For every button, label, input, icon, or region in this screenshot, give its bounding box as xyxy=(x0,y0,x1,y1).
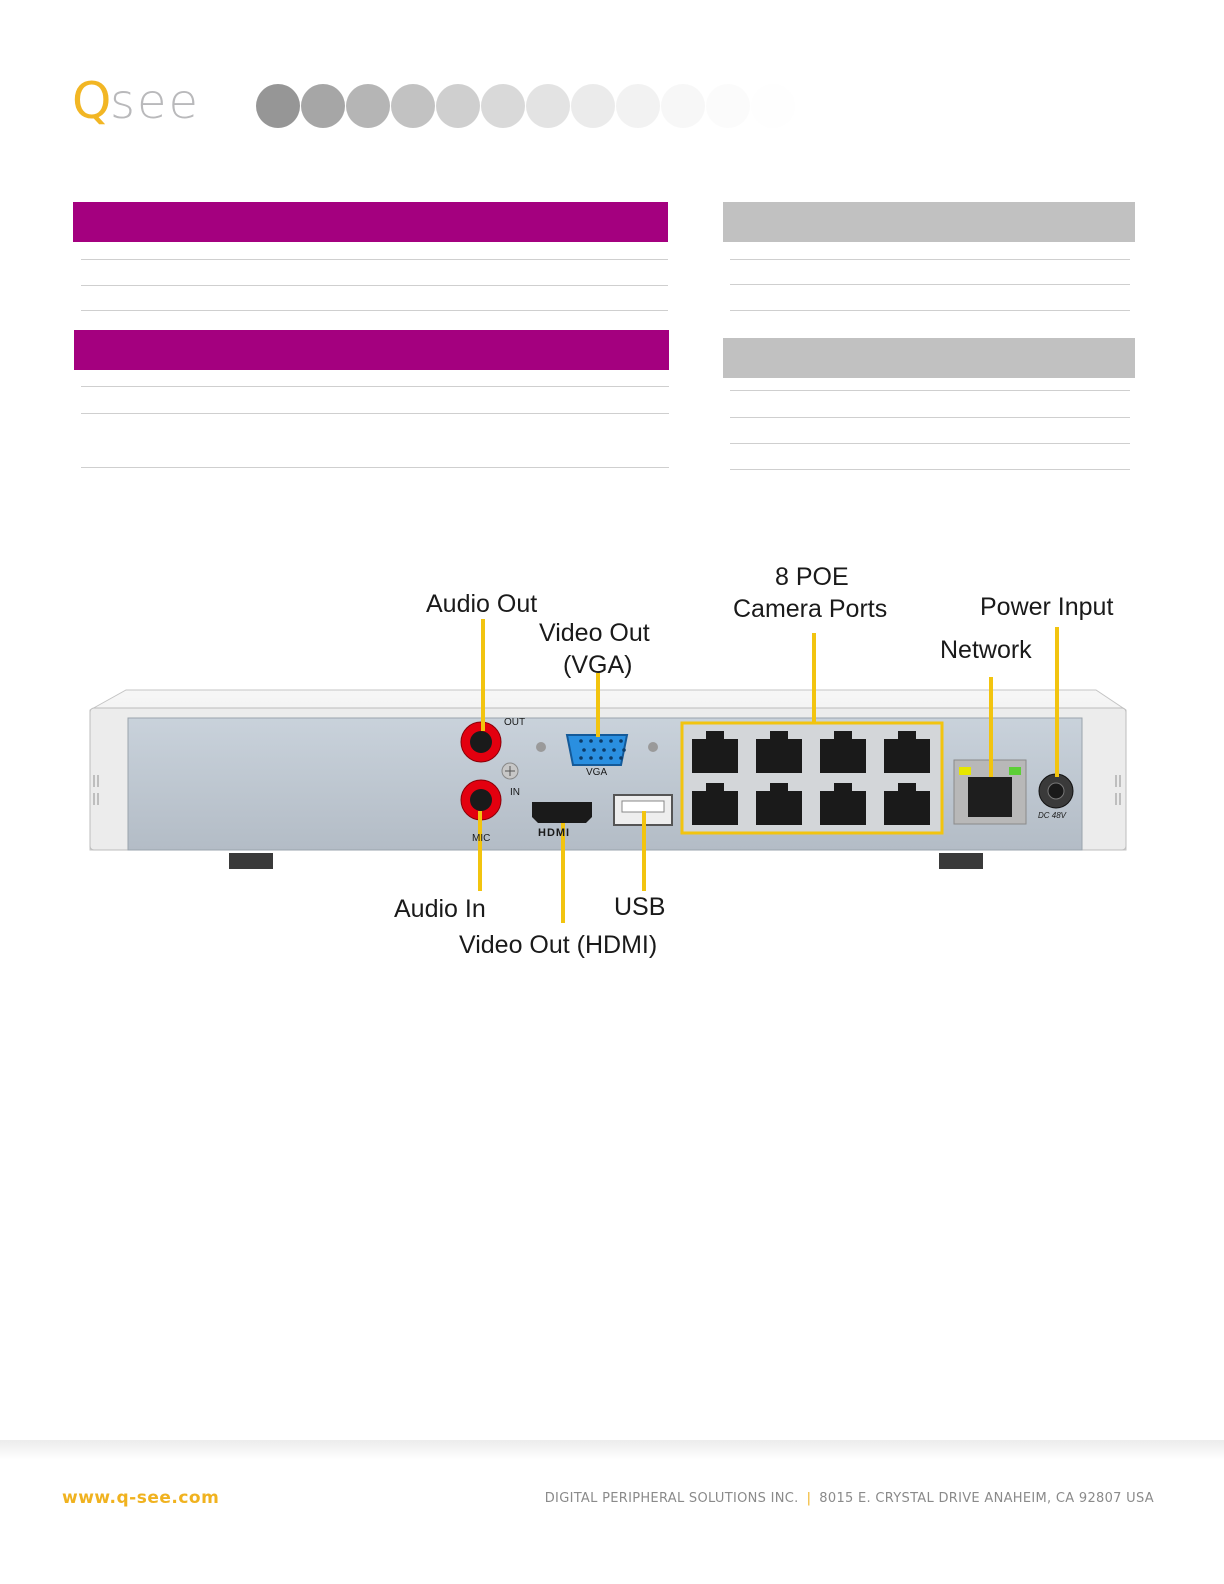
vga-pin xyxy=(589,739,593,743)
logo-bubble xyxy=(751,84,795,128)
spec-row-divider xyxy=(81,386,669,387)
spec-section-header-1 xyxy=(73,202,668,242)
logo-bubble xyxy=(346,84,390,128)
spec-row-divider xyxy=(730,284,1130,285)
poe-camera-port xyxy=(756,731,802,773)
logo-q-letter: Q xyxy=(72,72,112,130)
spec-row-divider xyxy=(730,417,1130,418)
footer-company: DIGITAL PERIPHERAL SOLUTIONS INC. xyxy=(544,1491,799,1506)
vga-pin xyxy=(612,748,616,752)
spec-row-divider xyxy=(81,467,669,468)
poe-camera-port xyxy=(884,783,930,825)
spec-row-divider xyxy=(730,310,1130,311)
callout-video-out-vga-line1: Video Out xyxy=(539,619,650,647)
callout-audio-in: Audio In xyxy=(394,895,486,923)
vga-pin xyxy=(589,756,593,760)
spec-row-divider xyxy=(730,259,1130,260)
panel-label-mic: MIC xyxy=(472,833,491,844)
footer-separator: | xyxy=(806,1491,812,1506)
logo-bubble xyxy=(526,84,570,128)
poe-camera-port xyxy=(820,731,866,773)
nvr-rear-panel-illustration xyxy=(89,619,1127,923)
panel-label-vga: VGA xyxy=(586,767,608,778)
logo-bubble xyxy=(481,84,525,128)
vga-pin xyxy=(609,756,613,760)
vga-pin xyxy=(579,756,583,760)
vga-pin xyxy=(579,739,583,743)
vga-pin xyxy=(619,739,623,743)
logo-wordmark: see xyxy=(110,74,201,130)
logo-bubble xyxy=(706,84,750,128)
vga-pin xyxy=(599,739,603,743)
footer-band xyxy=(0,1440,1224,1584)
poe-camera-port xyxy=(692,731,738,773)
q-see-logo: Q see xyxy=(72,70,812,130)
spec-row-divider xyxy=(730,469,1130,470)
callout-poe-line1: 8 POE xyxy=(775,563,849,591)
spec-section-header-4 xyxy=(723,338,1135,378)
logo-bubble xyxy=(616,84,660,128)
panel-label-out: OUT xyxy=(504,717,526,728)
logo-bubble xyxy=(256,84,300,128)
callout-audio-out: Audio Out xyxy=(426,590,538,618)
logo-bubble xyxy=(571,84,615,128)
poe-camera-port xyxy=(756,783,802,825)
vga-pin xyxy=(609,739,613,743)
logo-bubble-row-icon xyxy=(256,84,795,128)
vga-pin xyxy=(592,748,596,752)
footer-street-address: 8015 E. CRYSTAL DRIVE ANAHEIM, CA 92807 … xyxy=(819,1491,1154,1506)
spec-row-divider xyxy=(81,259,668,260)
spec-row-divider xyxy=(81,413,669,414)
panel-label-dc: DC 48V xyxy=(1038,811,1067,820)
vga-pin xyxy=(619,756,623,760)
spec-row-divider xyxy=(81,310,668,311)
spec-section-header-2 xyxy=(74,330,669,370)
vga-pin xyxy=(599,756,603,760)
callout-video-out-hdmi: Video Out (HDMI) xyxy=(459,931,658,959)
panel-label-in: IN xyxy=(510,787,520,798)
poe-camera-port xyxy=(820,783,866,825)
spec-section-header-3 xyxy=(723,202,1135,242)
callout-poe-line2: Camera Ports xyxy=(733,595,888,623)
logo-bubble xyxy=(301,84,345,128)
callout-video-out-vga-line2: (VGA) xyxy=(563,651,633,679)
callout-power-input: Power Input xyxy=(980,593,1114,621)
poe-camera-port xyxy=(692,783,738,825)
footer-address: DIGITAL PERIPHERAL SOLUTIONS INC. | 8015 E… xyxy=(545,1491,1154,1506)
vga-pin xyxy=(622,748,626,752)
callout-network: Network xyxy=(940,636,1032,664)
callout-usb: USB xyxy=(614,893,666,921)
vga-pin xyxy=(602,748,606,752)
spec-row-divider xyxy=(81,285,668,286)
logo-bubble xyxy=(436,84,480,128)
footer-website-link[interactable]: www.q-see.com xyxy=(62,1488,220,1508)
logo-bubble xyxy=(661,84,705,128)
spec-row-divider xyxy=(730,390,1130,391)
panel-label-hdmi: HDMI xyxy=(538,827,571,839)
logo-bubble xyxy=(391,84,435,128)
spec-row-divider xyxy=(730,443,1130,444)
nvr-rear-panel-diagram: OUT IN MIC VGA HDMI DC 48V Audio Out Vid… xyxy=(86,555,1136,975)
poe-camera-port xyxy=(884,731,930,773)
vga-pin xyxy=(582,748,586,752)
